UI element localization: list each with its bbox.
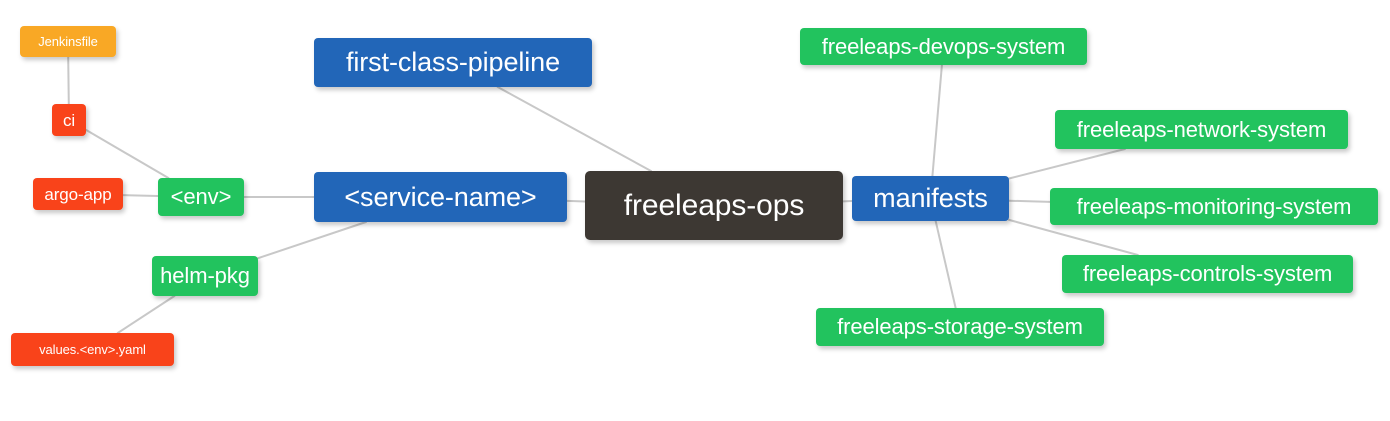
mindmap-edge-manifests-to-freeleaps-storage-system: [934, 220, 957, 309]
mindmap-edge-manifests-to-freeleaps-network-system: [1008, 148, 1126, 180]
mindmap-node-freeleaps-storage-system[interactable]: freeleaps-storage-system: [816, 308, 1104, 346]
mindmap-node-freeleaps-monitoring-system[interactable]: freeleaps-monitoring-system: [1050, 188, 1378, 225]
mindmap-node-freeleaps-controls-system[interactable]: freeleaps-controls-system: [1062, 255, 1353, 293]
mindmap-edge-freeleaps-ops-to-service-name: [566, 199, 586, 203]
mindmap-edge-freeleaps-ops-to-first-class-pipeline: [496, 86, 653, 172]
mindmap-node-label: freeleaps-network-system: [1076, 116, 1327, 142]
mindmap-node-service-name[interactable]: <service-name>: [314, 172, 567, 222]
mindmap-node-label: ci: [62, 110, 76, 130]
mindmap-node-first-class-pipeline[interactable]: first-class-pipeline: [314, 38, 592, 87]
mindmap-node-jenkinsfile[interactable]: Jenkinsfile: [20, 26, 116, 57]
mindmap-node-label: freeleaps-monitoring-system: [1076, 193, 1352, 219]
mindmap-node-manifests[interactable]: manifests: [852, 176, 1009, 221]
mindmap-edge-service-name-to-helm-pkg: [257, 221, 367, 260]
mindmap-node-values-env-yaml[interactable]: values.<env>.yaml: [11, 333, 174, 366]
mindmap-node-label: manifests: [873, 183, 988, 213]
mindmap-edge-manifests-to-freeleaps-monitoring-system: [1008, 199, 1051, 203]
mindmap-edge-manifests-to-freeleaps-devops-system: [931, 64, 943, 177]
mindmap-node-freeleaps-devops-system[interactable]: freeleaps-devops-system: [800, 28, 1087, 65]
mindmap-node-label: argo-app: [44, 184, 112, 204]
mindmap-edge-manifests-to-freeleaps-controls-system: [1008, 218, 1139, 256]
mindmap-node-ci[interactable]: ci: [52, 104, 86, 136]
mindmap-node-label: freeleaps-ops: [623, 188, 805, 222]
mindmap-node-label: <env>: [170, 184, 232, 209]
mindmap-node-label: helm-pkg: [160, 263, 250, 288]
mindmap-edge-helm-pkg-to-values-env-yaml: [116, 295, 176, 334]
mindmap-node-label: first-class-pipeline: [345, 47, 561, 77]
mindmap-edge-env-to-ci: [85, 128, 170, 179]
mindmap-node-label: freeleaps-storage-system: [837, 314, 1083, 339]
mindmap-node-freeleaps-network-system[interactable]: freeleaps-network-system: [1055, 110, 1348, 149]
mindmap-node-label: freeleaps-controls-system: [1082, 261, 1333, 286]
mindmap-node-label: Jenkinsfile: [38, 34, 98, 49]
mindmap-node-freeleaps-ops[interactable]: freeleaps-ops: [585, 171, 843, 240]
mindmap-node-label: values.<env>.yaml: [39, 342, 146, 357]
mindmap-node-label: freeleaps-devops-system: [821, 33, 1066, 59]
mindmap-edge-ci-to-jenkinsfile: [67, 56, 70, 105]
mindmap-node-helm-pkg[interactable]: helm-pkg: [152, 256, 258, 296]
mindmap-node-label: <service-name>: [344, 181, 537, 212]
mindmap-node-argo-app[interactable]: argo-app: [33, 178, 123, 210]
mindmap-edge-env-to-argo-app: [122, 194, 159, 197]
mindmap-node-env[interactable]: <env>: [158, 178, 244, 216]
